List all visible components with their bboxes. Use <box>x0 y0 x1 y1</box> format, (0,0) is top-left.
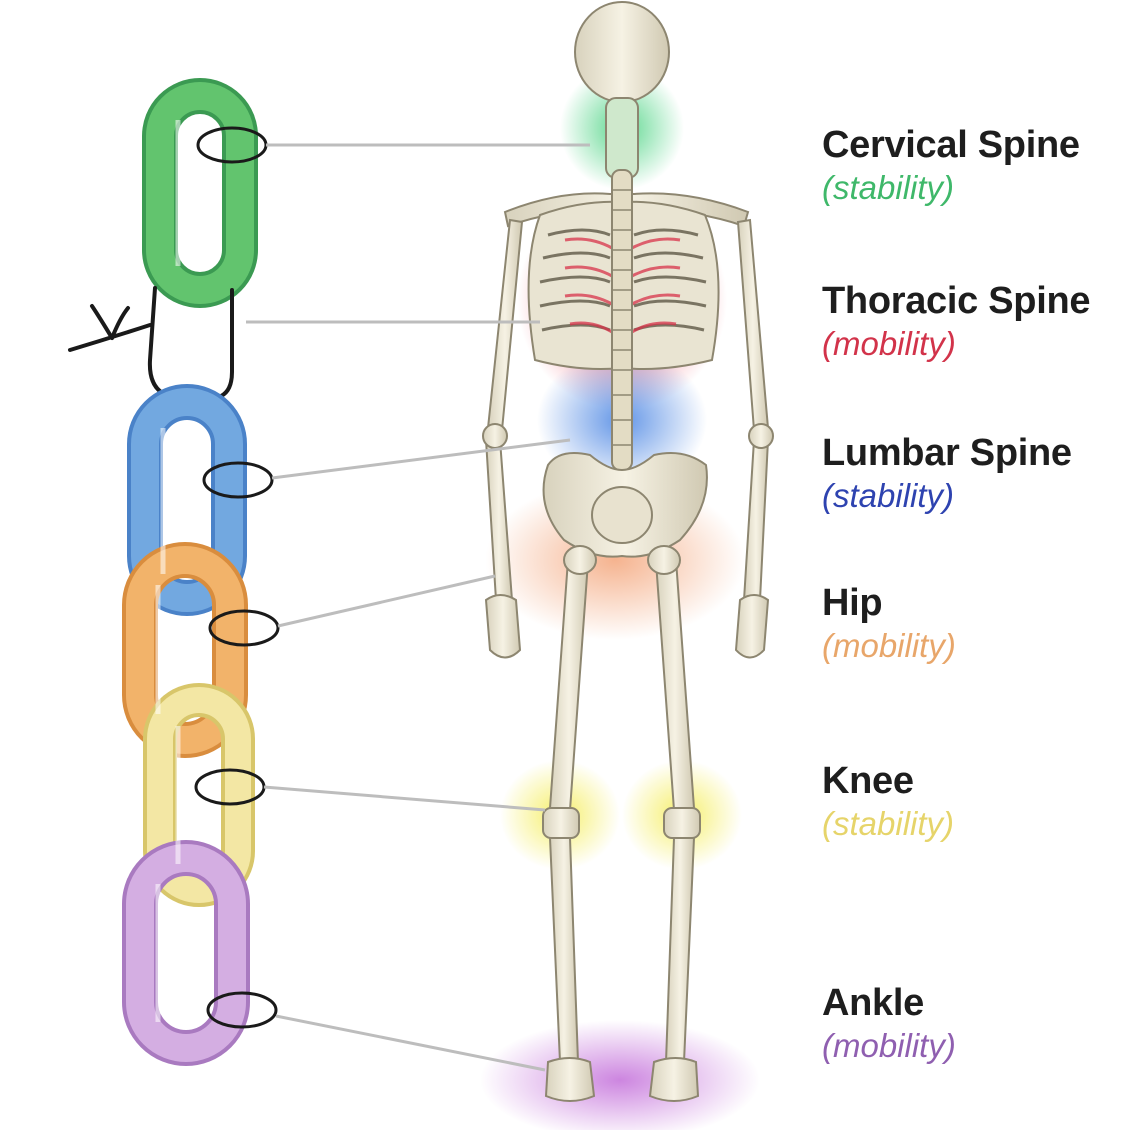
joint-role: (stability) <box>822 477 955 514</box>
joint-name: Lumbar Spine <box>822 432 1072 474</box>
chain-link-knee <box>143 683 255 907</box>
label-hip: Hip (mobility) <box>822 580 956 666</box>
chain-link-lumbar <box>127 384 247 616</box>
joint-name: Thoracic Spine <box>822 280 1091 322</box>
joint-role: (stability) <box>822 169 955 206</box>
joint-name: Ankle <box>822 982 924 1024</box>
joint-name: Hip <box>822 582 883 624</box>
joint-role: (stability) <box>822 805 955 842</box>
chain <box>68 78 280 1066</box>
label-ankle: Ankle (mobility) <box>822 980 956 1066</box>
skeleton-illustration <box>482 1 774 1102</box>
ankle-glow <box>480 1020 760 1130</box>
skull <box>574 1 670 103</box>
joint-name: Knee <box>822 760 914 802</box>
chain-link-hip <box>122 542 248 758</box>
leader-ankle <box>275 1014 546 1072</box>
marker-ring-lumbar <box>202 461 274 499</box>
joint-name: Cervical Spine <box>822 124 1080 166</box>
label-lumbar-spine: Lumbar Spine (stability) <box>822 430 1072 516</box>
joint-role: (mobility) <box>822 325 956 362</box>
spine <box>611 169 633 471</box>
chain-link-cervical <box>142 78 258 308</box>
label-thoracic-spine: Thoracic Spine (mobility) <box>822 278 1091 364</box>
marker-ring-hip <box>208 609 280 647</box>
marker-ring-ankle <box>206 991 278 1029</box>
joint-role: (mobility) <box>822 1027 956 1064</box>
leader-hip <box>277 574 496 628</box>
chain-link-ankle <box>122 840 250 1066</box>
label-knee: Knee (stability) <box>822 758 954 844</box>
leader-lines <box>246 143 590 1072</box>
leader-knee <box>263 785 546 812</box>
joint-role: (mobility) <box>822 627 956 664</box>
leader-lumbar <box>271 438 571 480</box>
label-cervical-spine: Cervical Spine (stability) <box>822 122 1080 208</box>
